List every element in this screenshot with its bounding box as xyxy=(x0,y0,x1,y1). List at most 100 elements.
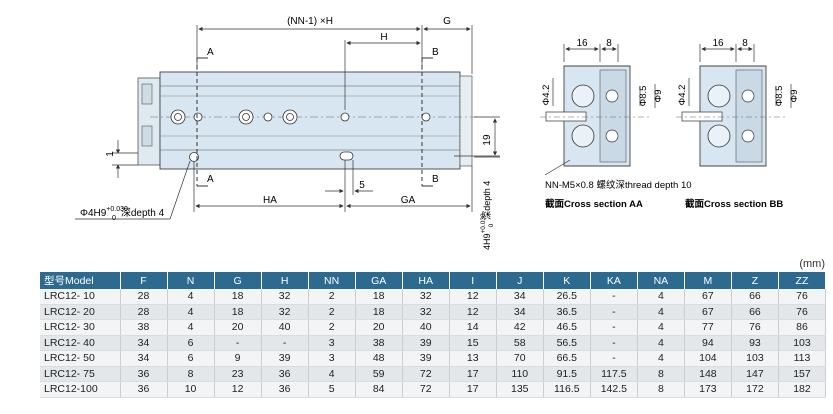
table-cell: 36.5 xyxy=(543,304,591,320)
table-cell: 18 xyxy=(214,289,262,305)
column-header: K xyxy=(543,272,591,289)
table-cell: 32 xyxy=(261,289,309,305)
table-cell: - xyxy=(590,335,638,351)
table-cell: 40 xyxy=(261,319,309,336)
table-cell: 76 xyxy=(731,319,779,336)
table-cell: 182 xyxy=(778,381,827,398)
table-cell: 66.5 xyxy=(543,350,591,367)
unit-label: (mm) xyxy=(799,258,825,270)
table-cell: 147 xyxy=(731,366,779,382)
table-cell: 104 xyxy=(684,350,732,367)
table-cell: 18 xyxy=(214,304,262,320)
table-cell: 20 xyxy=(214,319,262,336)
table-cell: - xyxy=(590,289,638,305)
table-cell: 93 xyxy=(731,335,779,351)
table-cell: 103 xyxy=(731,350,779,367)
table-cell: 13 xyxy=(449,350,497,367)
model-cell: LRC12- 75 xyxy=(40,366,121,382)
section-a-bottom: A xyxy=(207,174,214,185)
table-cell: 20 xyxy=(355,319,403,336)
table-cell: 26.5 xyxy=(543,289,591,305)
model-cell: LRC12- 40 xyxy=(40,335,121,351)
table-cell: - xyxy=(261,335,309,351)
dim-19: 19 xyxy=(482,134,493,146)
table-cell: 38 xyxy=(355,335,403,351)
table-cell: 72 xyxy=(402,366,450,382)
dim-g: G xyxy=(443,16,451,27)
table-cell: 36 xyxy=(120,381,168,398)
table-cell: 12 xyxy=(214,381,262,398)
table-cell: 3 xyxy=(308,350,356,367)
table-cell: 12 xyxy=(449,289,497,305)
table-cell: 17 xyxy=(449,366,497,382)
table-cell: 173 xyxy=(684,381,732,398)
column-header: NA xyxy=(637,272,685,289)
table-cell: 8 xyxy=(167,366,215,382)
bb-caption: 截面Cross section BB xyxy=(685,198,783,210)
table-cell: 4 xyxy=(637,335,685,351)
bb-dia-8-5: Φ8.5 xyxy=(774,86,785,107)
table-cell: 4 xyxy=(637,304,685,320)
table-cell: 3 xyxy=(308,335,356,351)
column-header: HA xyxy=(402,272,450,289)
model-cell: LRC12-100 xyxy=(40,381,121,398)
bb-width-16: 16 xyxy=(712,38,724,49)
table-cell: 39 xyxy=(402,335,450,351)
table-cell: 39 xyxy=(261,350,309,367)
column-header: N xyxy=(167,272,215,289)
table-cell: 18 xyxy=(355,304,403,320)
table-cell: 34 xyxy=(496,304,544,320)
column-header: J xyxy=(496,272,544,289)
table-cell: 46.5 xyxy=(543,319,591,336)
column-header: GA xyxy=(355,272,403,289)
table-cell: 48 xyxy=(355,350,403,367)
column-header: G xyxy=(214,272,262,289)
table-cell: 36 xyxy=(261,381,309,398)
column-header: H xyxy=(261,272,309,289)
table-cell: 8 xyxy=(637,381,685,398)
table-cell: 4 xyxy=(637,289,685,305)
table-cell: 4 xyxy=(637,350,685,367)
table-cell: 10 xyxy=(167,381,215,398)
table-cell: 6 xyxy=(167,350,215,367)
table-cell: 8 xyxy=(637,366,685,382)
side-view: A B A B (NN-1) ×H G H HA GA xyxy=(75,16,500,250)
column-header: I xyxy=(449,272,497,289)
section-a-top: A xyxy=(207,47,214,58)
table-cell: 34 xyxy=(496,289,544,305)
table-cell: 32 xyxy=(402,289,450,305)
bb-width-8: 8 xyxy=(742,38,748,49)
aa-dia-8-5: Φ8.5 xyxy=(638,86,649,107)
table-cell: 4 xyxy=(167,319,215,336)
hole-callout-right: 4H9+0.0300深depth 4 xyxy=(480,181,495,250)
section-b-bottom: B xyxy=(432,174,439,185)
table-cell: 14 xyxy=(449,319,497,336)
table-cell: 2 xyxy=(308,304,356,320)
table-cell: 23 xyxy=(214,366,262,382)
table-cell: 66 xyxy=(731,289,779,305)
aa-width-16: 16 xyxy=(576,38,588,49)
table-cell: 59 xyxy=(355,366,403,382)
table-cell: 5 xyxy=(308,381,356,398)
model-cell: LRC12- 30 xyxy=(40,319,121,336)
table-cell: 39 xyxy=(402,350,450,367)
column-header: M xyxy=(684,272,732,289)
table-cell: 142.5 xyxy=(590,381,638,398)
table-cell: 28 xyxy=(120,289,168,305)
table-cell: 32 xyxy=(402,304,450,320)
column-header: Z xyxy=(731,272,779,289)
cross-section-bb: 16 8 Φ4.2 Φ8.5 Φ9 截面Cross section BB xyxy=(676,38,800,210)
aa-dia-4-2: Φ4.2 xyxy=(541,85,552,106)
table-cell: 103 xyxy=(778,335,827,351)
dim-ha: HA xyxy=(263,195,277,206)
table-cell: - xyxy=(214,335,262,351)
cross-section-aa: 16 8 Φ4.2 Φ8.5 Φ9 NN-M5×0.8 螺纹深thread de… xyxy=(540,38,692,210)
dim-5: 5 xyxy=(359,180,365,191)
table-cell: 36 xyxy=(261,366,309,382)
